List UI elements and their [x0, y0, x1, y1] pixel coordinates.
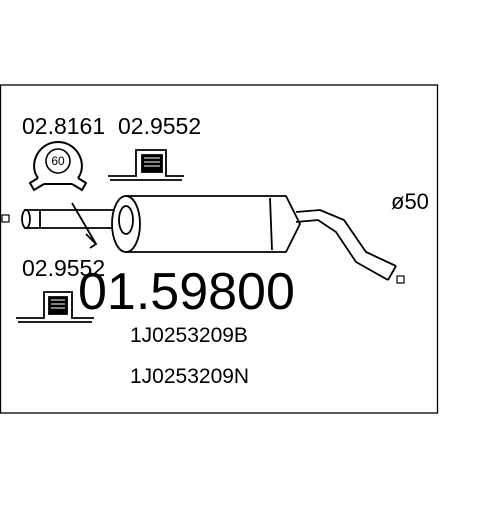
- mount-code-label-lower: 02.9552: [22, 255, 105, 281]
- rubber-mount-icon-lower: [16, 291, 94, 323]
- silencer-pipe: [21, 195, 397, 281]
- diagram-frame: [0, 84, 439, 414]
- rubber-mount-icon: [108, 149, 184, 181]
- clamp-code-label: 02.8161: [22, 113, 105, 139]
- pipe-diameter-label: ø50: [391, 189, 429, 214]
- outlet-marker-icon: [396, 275, 405, 284]
- mount-code-label-top: 02.9552: [118, 113, 201, 139]
- oem-number-2: 1J0253209N: [130, 365, 249, 388]
- clamp-icon: [28, 140, 88, 192]
- inlet-marker-icon: [1, 214, 10, 223]
- oem-number-1: 1J0253209B: [130, 324, 248, 347]
- clamp-marking: 60: [51, 154, 65, 168]
- part-number: 01.59800: [78, 263, 295, 321]
